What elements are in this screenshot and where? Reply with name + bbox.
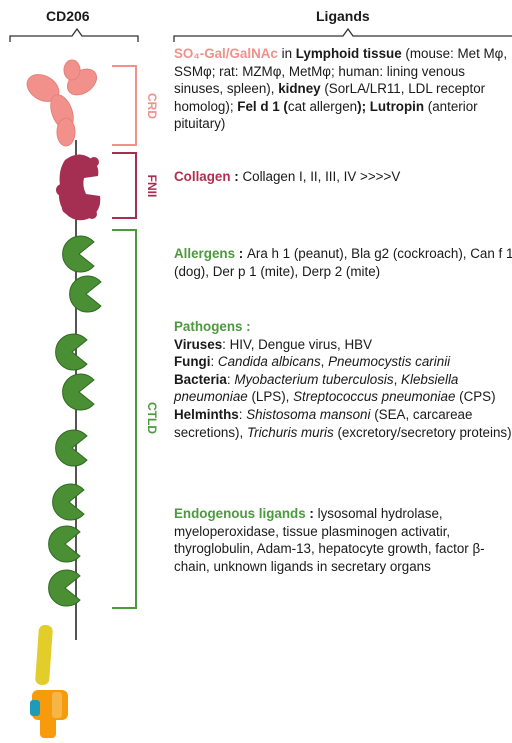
- helminths-line: Helminths: Shistosoma mansoni (SEA, carc…: [174, 406, 512, 441]
- collagen-values: Collagen I, II, III, IV >>>>V: [242, 169, 400, 184]
- ctld-unit: [63, 236, 94, 272]
- fungi-line: Fungi: Candida albicans, Pneumocystis ca…: [174, 353, 512, 371]
- crd-label: CRD: [145, 93, 159, 119]
- endogenous-label: Endogenous ligands: [174, 506, 306, 521]
- lymphoid-tissue-label: Lymphoid tissue: [296, 46, 402, 61]
- collagen-text: Collagen : Collagen I, II, III, IV >>>>V: [174, 168, 512, 186]
- cd206-brace: [10, 29, 138, 42]
- crd-text-part: );: [357, 99, 366, 114]
- endogenous-text: Endogenous ligands : lysosomal hydrolase…: [174, 505, 512, 575]
- crd-text-part: in: [278, 46, 296, 61]
- crd-ligand-name: SO₄-Gal/GalNAc: [174, 46, 278, 61]
- pathogens-text: Pathogens : Viruses: HIV, Dengue virus, …: [174, 318, 512, 441]
- fungi-label: Fungi: [174, 354, 210, 369]
- ctld-label: CTLD: [145, 402, 159, 434]
- helminths-shistosoma: Shistosoma mansoni: [246, 407, 370, 422]
- bacteria-line: Bacteria: Myobacterium tuberculosis, Kle…: [174, 371, 512, 406]
- fnii-bracket: [112, 153, 136, 218]
- fnii-domain-shape: [56, 154, 100, 220]
- fel-d1-label: Fel d 1 (: [237, 99, 288, 114]
- viruses-line: Viruses: HIV, Dengue virus, HBV: [174, 336, 512, 354]
- bacteria-comma: ,: [394, 372, 398, 387]
- helminths-excretory: (excretory/secretory proteins): [334, 425, 512, 440]
- crd-text-part: cat allergen: [288, 99, 357, 114]
- lutropin-label: Lutropin: [366, 99, 424, 114]
- transmembrane-domain: [35, 625, 53, 686]
- helminths-trichuris: Trichuris muris: [247, 425, 334, 440]
- crd-domain-shape: [22, 60, 101, 146]
- ctld-domain-shapes: [49, 236, 101, 606]
- helminths-label: Helminths: [174, 407, 239, 422]
- bacteria-label: Bacteria: [174, 372, 227, 387]
- allergens-text: Allergens : Ara h 1 (peanut), Bla g2 (co…: [174, 245, 512, 280]
- collagen-sep: :: [231, 169, 243, 184]
- viruses-values: : HIV, Dengue virus, HBV: [222, 337, 372, 352]
- ctld-unit: [56, 430, 87, 466]
- collagen-label: Collagen: [174, 169, 231, 184]
- crd-ligands-text: SO₄-Gal/GalNAc in Lymphoid tissue (mouse…: [174, 45, 512, 133]
- ctld-unit: [70, 276, 101, 312]
- fungi-pneumocystis: Pneumocystis carinii: [328, 354, 450, 369]
- bacteria-myobacterium: Myobacterium tuberculosis: [234, 372, 393, 387]
- allergens-sep: :: [235, 246, 247, 261]
- kidney-label: kidney: [278, 81, 320, 96]
- fungi-candida: Candida albicans: [218, 354, 321, 369]
- crd-bracket: [112, 66, 136, 145]
- cytoplasmic-tail: [30, 690, 68, 738]
- ctld-unit: [56, 334, 87, 370]
- viruses-label: Viruses: [174, 337, 222, 352]
- fungi-sep: :: [210, 354, 217, 369]
- endogenous-sep: :: [306, 506, 318, 521]
- ctld-unit: [63, 374, 94, 410]
- ligands-brace: [174, 29, 512, 42]
- bacteria-streptococcus: Streptococcus pneumoniae: [293, 389, 455, 404]
- bacteria-cps: (CPS): [455, 389, 495, 404]
- ctld-bracket: [112, 230, 136, 608]
- fnii-label: FNII: [145, 175, 159, 198]
- fungi-comma: ,: [321, 354, 328, 369]
- pathogens-label: Pathogens :: [174, 318, 512, 336]
- bacteria-lps: (LPS),: [248, 389, 293, 404]
- allergens-label: Allergens: [174, 246, 235, 261]
- ctld-unit: [53, 484, 84, 520]
